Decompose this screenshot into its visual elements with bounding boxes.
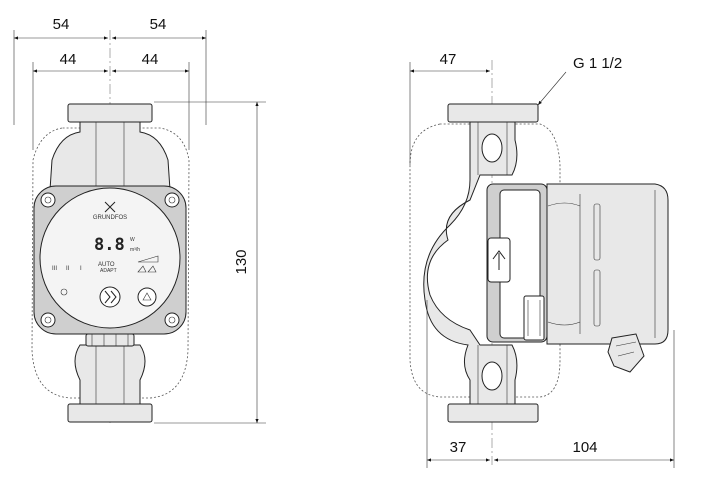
settings-led-icon	[60, 288, 68, 296]
profile-button[interactable]	[137, 287, 157, 307]
side-dimensions: 47 G 1 1/2 37 104	[409, 51, 675, 468]
curve-label-3: III	[52, 266, 57, 272]
screw-bl	[40, 312, 56, 328]
night-mode-icon	[137, 265, 157, 273]
screw-tr	[164, 192, 180, 208]
pump-housing	[423, 121, 518, 405]
thread-label: G 1 1/2	[573, 55, 622, 72]
dim-37: 37	[450, 439, 467, 456]
front-view: GRUNDFOS 8.8 W m³/h III II I AUTO ADAPT	[31, 30, 190, 425]
dim-44-right: 44	[142, 51, 159, 68]
unit-watt: W	[130, 237, 135, 243]
screw-br	[164, 312, 180, 328]
dim-54-right: 54	[150, 16, 167, 33]
dim-47: 47	[440, 51, 457, 68]
bottom-flange	[67, 403, 153, 423]
motor-body	[546, 183, 669, 345]
mode-adapt: ADAPT	[100, 268, 117, 274]
display-value: 8.8	[94, 235, 125, 255]
dim-130: 130	[233, 249, 250, 274]
bottom-neck	[74, 344, 146, 405]
front-insulation-outline	[31, 127, 190, 399]
chevron-right-icon	[104, 290, 117, 304]
grundfos-logo: GRUNDFOS	[93, 201, 127, 221]
side-top-flange	[447, 103, 539, 123]
mode-auto: AUTO	[98, 262, 115, 268]
arrow-up-icon	[492, 250, 506, 270]
curve-label-2: II	[66, 266, 70, 272]
side-view	[409, 60, 669, 465]
power-connector	[607, 333, 645, 373]
side-bottom-flange	[447, 403, 539, 423]
curve-label-1: I	[80, 266, 82, 272]
top-neck	[49, 121, 171, 191]
screw-tl	[40, 192, 56, 208]
dim-104: 104	[572, 439, 597, 456]
brand-text: GRUNDFOS	[93, 215, 127, 221]
front-dimensions: 54 54 44 44 130	[13, 16, 266, 424]
dim-44-left: 44	[60, 51, 77, 68]
level-bars-icon	[137, 255, 159, 263]
top-flange	[67, 103, 153, 123]
unit-flow: m³/h	[130, 247, 140, 253]
dim-54-left: 54	[53, 16, 70, 33]
side-insulation-outline	[409, 123, 561, 398]
